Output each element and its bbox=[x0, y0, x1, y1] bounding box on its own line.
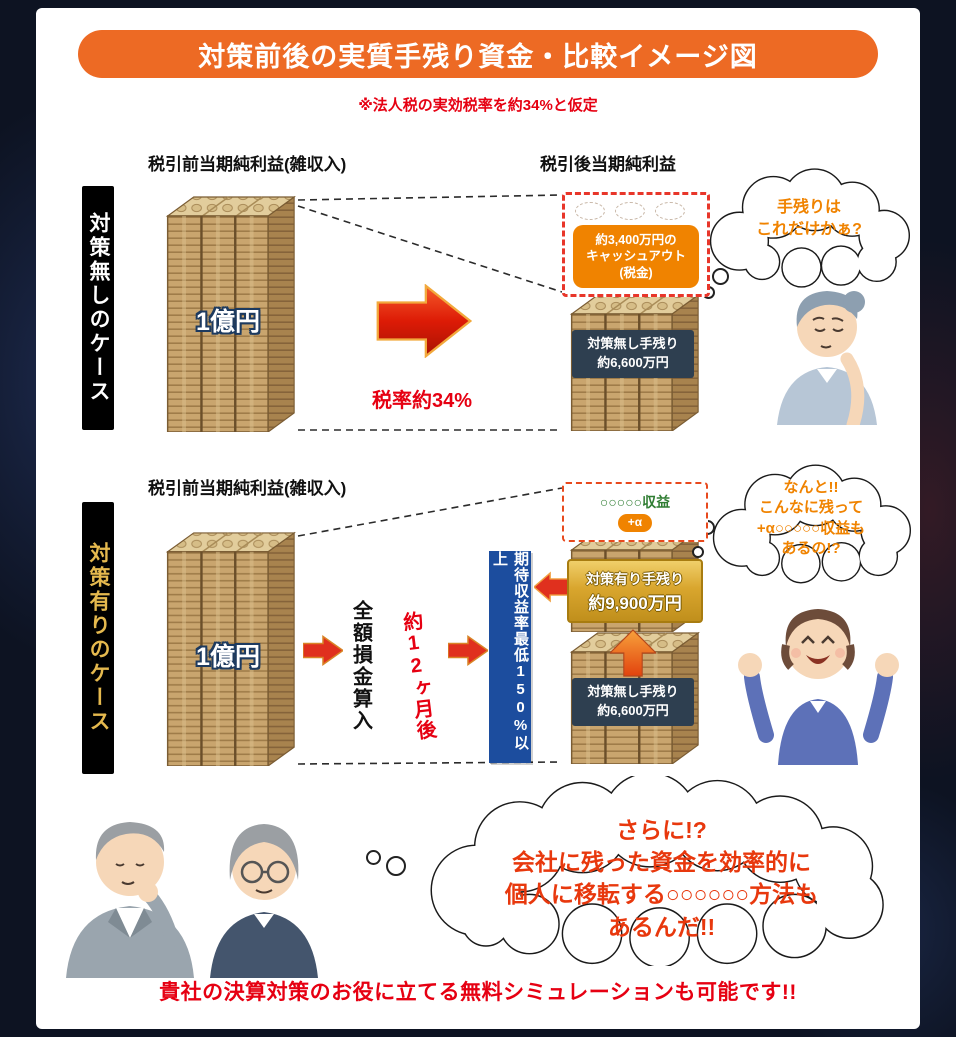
cashout-line2: キャッシュアウト bbox=[586, 249, 686, 264]
case2-side-label: 対策有りのケース bbox=[82, 502, 114, 774]
happy-woman-illustration bbox=[726, 585, 911, 765]
cloud-tail-dot bbox=[386, 856, 406, 876]
cashout-line1: 約3,400万円の bbox=[595, 233, 677, 248]
step1-label: 全額損金算入 bbox=[349, 600, 372, 732]
case2-remaining-line2: 約6,600万円 bbox=[597, 703, 669, 718]
case1-tax-rate-label: 税率約34% bbox=[371, 390, 473, 412]
big-thought-cloud: さらに!? 会社に残った資金を効率的に 個人に移転する○○○○○○方法も あるん… bbox=[404, 776, 919, 966]
money-stack-pretax-2-illustration bbox=[158, 526, 298, 766]
cashout-line3: (税金) bbox=[619, 265, 653, 280]
cashout-dashed-box: 約3,400万円の キャッシュアウト (税金) bbox=[562, 192, 710, 297]
big-cloud-line4: あるんだ!! bbox=[607, 913, 716, 940]
case1-side-label: 対策無しのケース bbox=[82, 186, 114, 430]
footer-message: 貴社の決算対策のお役に立てる無料シミュレーションも可能です!! bbox=[159, 981, 797, 1004]
big-cloud-line3: 個人に移転する○○○○○○方法も bbox=[504, 881, 819, 908]
case1-remaining-line1: 対策無し手残り bbox=[587, 336, 679, 352]
case2-remaining-label: 対策無し手残り 約6,600万円 bbox=[572, 678, 694, 726]
ghost-bills-illustration bbox=[575, 202, 685, 220]
gold-line2: 約9,900万円 bbox=[588, 593, 682, 613]
cashout-label: 約3,400万円の キャッシュアウト (税金) bbox=[573, 225, 699, 288]
assumption-note: ※法人税の実効税率を約34%と仮定 bbox=[358, 97, 598, 114]
expected-return-banner: 期待収益率最低150%以上 bbox=[489, 551, 531, 763]
bubble2-line3: +α○○○○○収益も bbox=[756, 519, 866, 537]
plus-alpha-pill: +α bbox=[617, 514, 653, 532]
case1-side-label-text: 対策無しのケース bbox=[87, 212, 110, 404]
extra-income-label: ○○○○○収益 bbox=[599, 494, 671, 511]
arrow-right-small-icon bbox=[448, 634, 488, 667]
big-cloud-line1: さらに!? bbox=[616, 817, 707, 843]
big-cloud-line2: 会社に残った資金を効率的に bbox=[512, 849, 811, 876]
cloud-tail-dot bbox=[366, 850, 381, 865]
bubble2-line1: なんと!! bbox=[783, 479, 839, 496]
case2-amount-label: 1億円 bbox=[196, 643, 260, 671]
arrow-up-icon bbox=[610, 628, 656, 678]
worried-woman-illustration bbox=[735, 275, 915, 425]
with-measures-remaining-box: 対策有り手残り 約9,900万円 bbox=[567, 559, 703, 623]
bubble2-line2: こんなに残って bbox=[758, 499, 864, 517]
page-title: 対策前後の実質手残り資金・比較イメージ図 bbox=[198, 41, 758, 72]
gold-line1: 対策有り手残り bbox=[586, 570, 684, 587]
bubble2-line4: あるの!? bbox=[781, 539, 841, 557]
bubble2-text: なんと!! こんなに残って +α○○○○○収益も あるの!? bbox=[719, 478, 903, 559]
arrow-right-icon bbox=[376, 284, 472, 358]
big-cloud-text: さらに!? 会社に残った資金を効率的に 個人に移転する○○○○○○方法も あるん… bbox=[444, 814, 879, 943]
bubble1-line1: 手残りは bbox=[776, 199, 841, 216]
case1-posttax-heading: 税引後当期純利益 bbox=[540, 155, 676, 174]
bubble1-text: 手残りは これだけかぁ? bbox=[714, 197, 904, 240]
case2-side-label-text: 対策有りのケース bbox=[87, 542, 110, 734]
step1-label-wrap: 全額損金算入 bbox=[344, 578, 378, 754]
thought-bubble-1: 手残りは これだけかぁ? bbox=[700, 165, 918, 291]
case1-remaining-line2: 約6,600万円 bbox=[597, 355, 669, 370]
bubble2-tail-dot bbox=[692, 546, 704, 558]
bubble1-tail-dot bbox=[712, 268, 729, 285]
extra-income-dashed-box: ○○○○○収益 +α bbox=[562, 482, 708, 542]
expected-return-text: 期待収益率最低150%以上 bbox=[491, 551, 529, 751]
case1-amount-label: 1億円 bbox=[196, 308, 260, 336]
case2-pretax-heading: 税引前当期純利益(雑収入) bbox=[148, 479, 347, 498]
bubble1-line2: これだけかぁ? bbox=[756, 220, 862, 238]
title-banner: 対策前後の実質手残り資金・比較イメージ図 bbox=[78, 30, 878, 78]
couple-illustration bbox=[52, 788, 347, 978]
case1-pretax-heading: 税引前当期純利益(雑収入) bbox=[148, 155, 347, 174]
money-stack-pretax-1-illustration bbox=[158, 190, 298, 432]
case2-remaining-line1: 対策無し手残り bbox=[587, 684, 679, 700]
thought-bubble-2: なんと!! こんなに残って +α○○○○○収益も あるの!? bbox=[705, 460, 917, 588]
arrow-right-small-icon bbox=[303, 634, 343, 667]
case1-remaining-label: 対策無し手残り 約6,600万円 bbox=[572, 330, 694, 378]
